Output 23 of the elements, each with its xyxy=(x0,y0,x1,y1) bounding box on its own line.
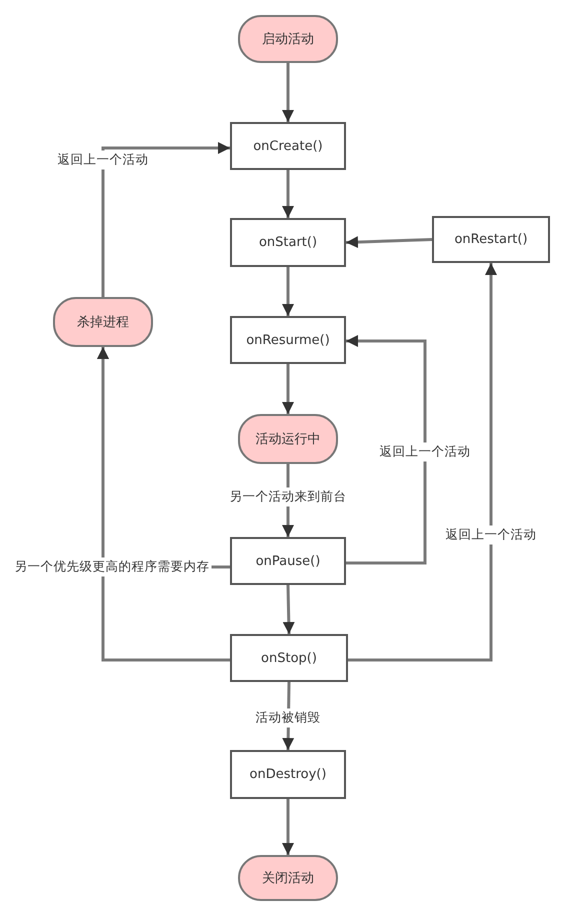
arrow xyxy=(282,799,294,855)
process-box: onRestart() xyxy=(432,216,550,263)
arrow xyxy=(346,335,426,564)
process-box: onCreate() xyxy=(230,122,346,170)
arrow xyxy=(282,584,295,634)
arrow xyxy=(346,236,432,248)
arrow xyxy=(282,267,294,316)
process-box: onResurme() xyxy=(230,316,346,364)
arrow xyxy=(282,170,294,218)
terminal-pill: 活动运行中 xyxy=(238,414,338,464)
process-box: onStop() xyxy=(230,634,348,682)
terminal-pill: 关闭活动 xyxy=(238,855,338,901)
process-box: onPause() xyxy=(230,537,346,585)
arrow xyxy=(102,142,230,297)
terminal-pill: 启动活动 xyxy=(238,15,338,63)
arrow xyxy=(348,263,497,662)
process-box: onDestroy() xyxy=(230,750,346,799)
edge-label: 另一个优先级更高的程序需要内存 xyxy=(12,558,212,576)
terminal-pill: 杀掉进程 xyxy=(53,297,153,347)
arrow xyxy=(282,364,294,414)
arrow xyxy=(282,63,294,122)
edge-label: 活动被销毁 xyxy=(254,708,322,728)
process-box: onStart() xyxy=(230,218,346,267)
